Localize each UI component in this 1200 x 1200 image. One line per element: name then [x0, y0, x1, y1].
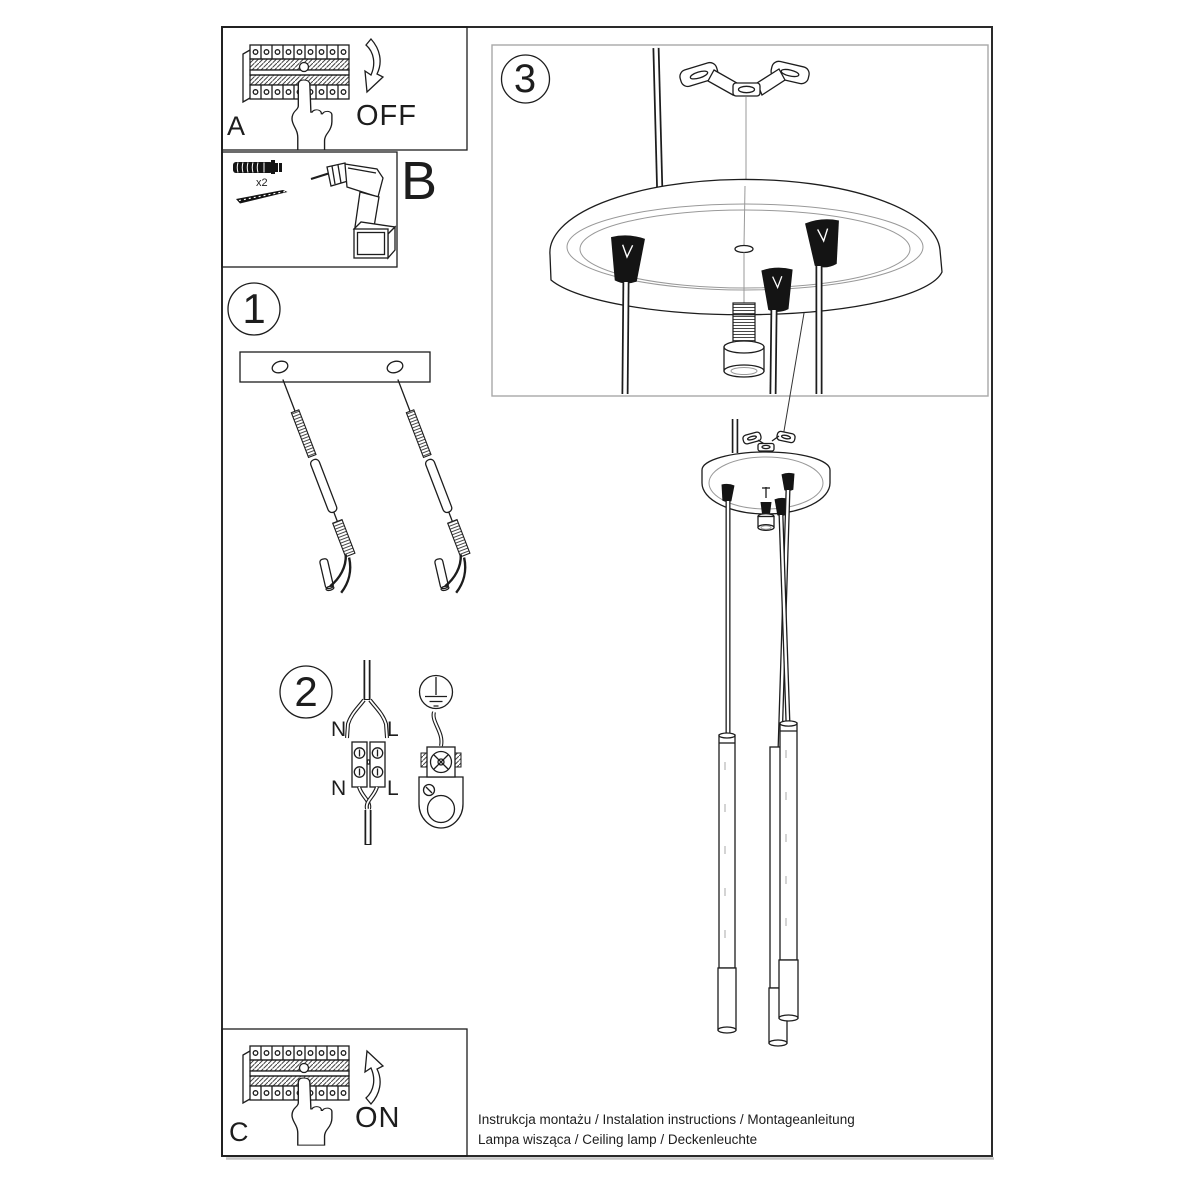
curved-arrow-down-icon: [364, 38, 385, 94]
terminal-l-bottom: L: [387, 777, 399, 800]
step3-circle: [500, 54, 551, 104]
footer-line-2: Lampa wisząca / Ceiling lamp / Deckenleu…: [478, 1131, 758, 1147]
panel-c-on-label: ON: [355, 1102, 401, 1134]
canopy-small: [701, 451, 831, 515]
canopy-screw-icon: [723, 302, 765, 378]
step2-circle: [279, 665, 333, 719]
wall-anchor-icon: [233, 160, 282, 174]
step2-number: 2: [294, 668, 318, 715]
drill-icon: [310, 162, 397, 260]
panel-a-label: A: [227, 111, 246, 141]
panel-b-box: [221, 151, 398, 268]
ground-terminal: [418, 746, 464, 829]
terminal-n-bottom: N: [331, 777, 347, 800]
panel-b-label: B: [401, 151, 438, 211]
breaker-panel-a: [242, 38, 385, 151]
screw-anchor-right: [363, 376, 483, 599]
circuit-breaker-icon: [242, 1045, 350, 1104]
pendant-tube-left: [717, 732, 737, 1034]
curved-arrow-up-icon: [364, 1049, 385, 1105]
circuit-breaker-icon: [242, 44, 350, 103]
footer-line-1: Instrukcja montażu / Instalation instruc…: [478, 1112, 855, 1127]
pendant-tube-front: [778, 720, 799, 1022]
footer-text: Instrukcja montażu / Instalation instruc…: [478, 1110, 855, 1149]
step1-circle: [227, 282, 281, 336]
page-frame: [221, 26, 993, 1157]
mounting-bracket-icon: [679, 60, 810, 97]
step1-number: 1: [242, 285, 266, 332]
step3-number: 3: [513, 56, 537, 101]
panel-a-off-label: OFF: [356, 100, 417, 132]
terminal-l-top: L: [387, 718, 399, 741]
terminal-n-top: N: [331, 718, 347, 741]
step2-wiring: [279, 659, 464, 845]
terminal-block: [351, 741, 386, 788]
screw-anchor-left: [248, 376, 368, 599]
panel-c-label: C: [229, 1117, 249, 1147]
mounting-bar: [239, 351, 431, 383]
ground-symbol-icon: [418, 674, 454, 710]
panel-a-box: [221, 26, 468, 151]
screw-icon: [236, 190, 288, 204]
pendant-lamp-view: [701, 419, 831, 1047]
panel-c-box: [221, 1028, 468, 1157]
anchor-quantity-label: x2: [256, 177, 268, 189]
step1-drawing: [227, 282, 483, 599]
panel-3-box: [491, 44, 989, 397]
step3-detail: [500, 47, 943, 438]
breaker-panel-c: [242, 1045, 385, 1146]
tools-panel-b: [233, 160, 397, 260]
